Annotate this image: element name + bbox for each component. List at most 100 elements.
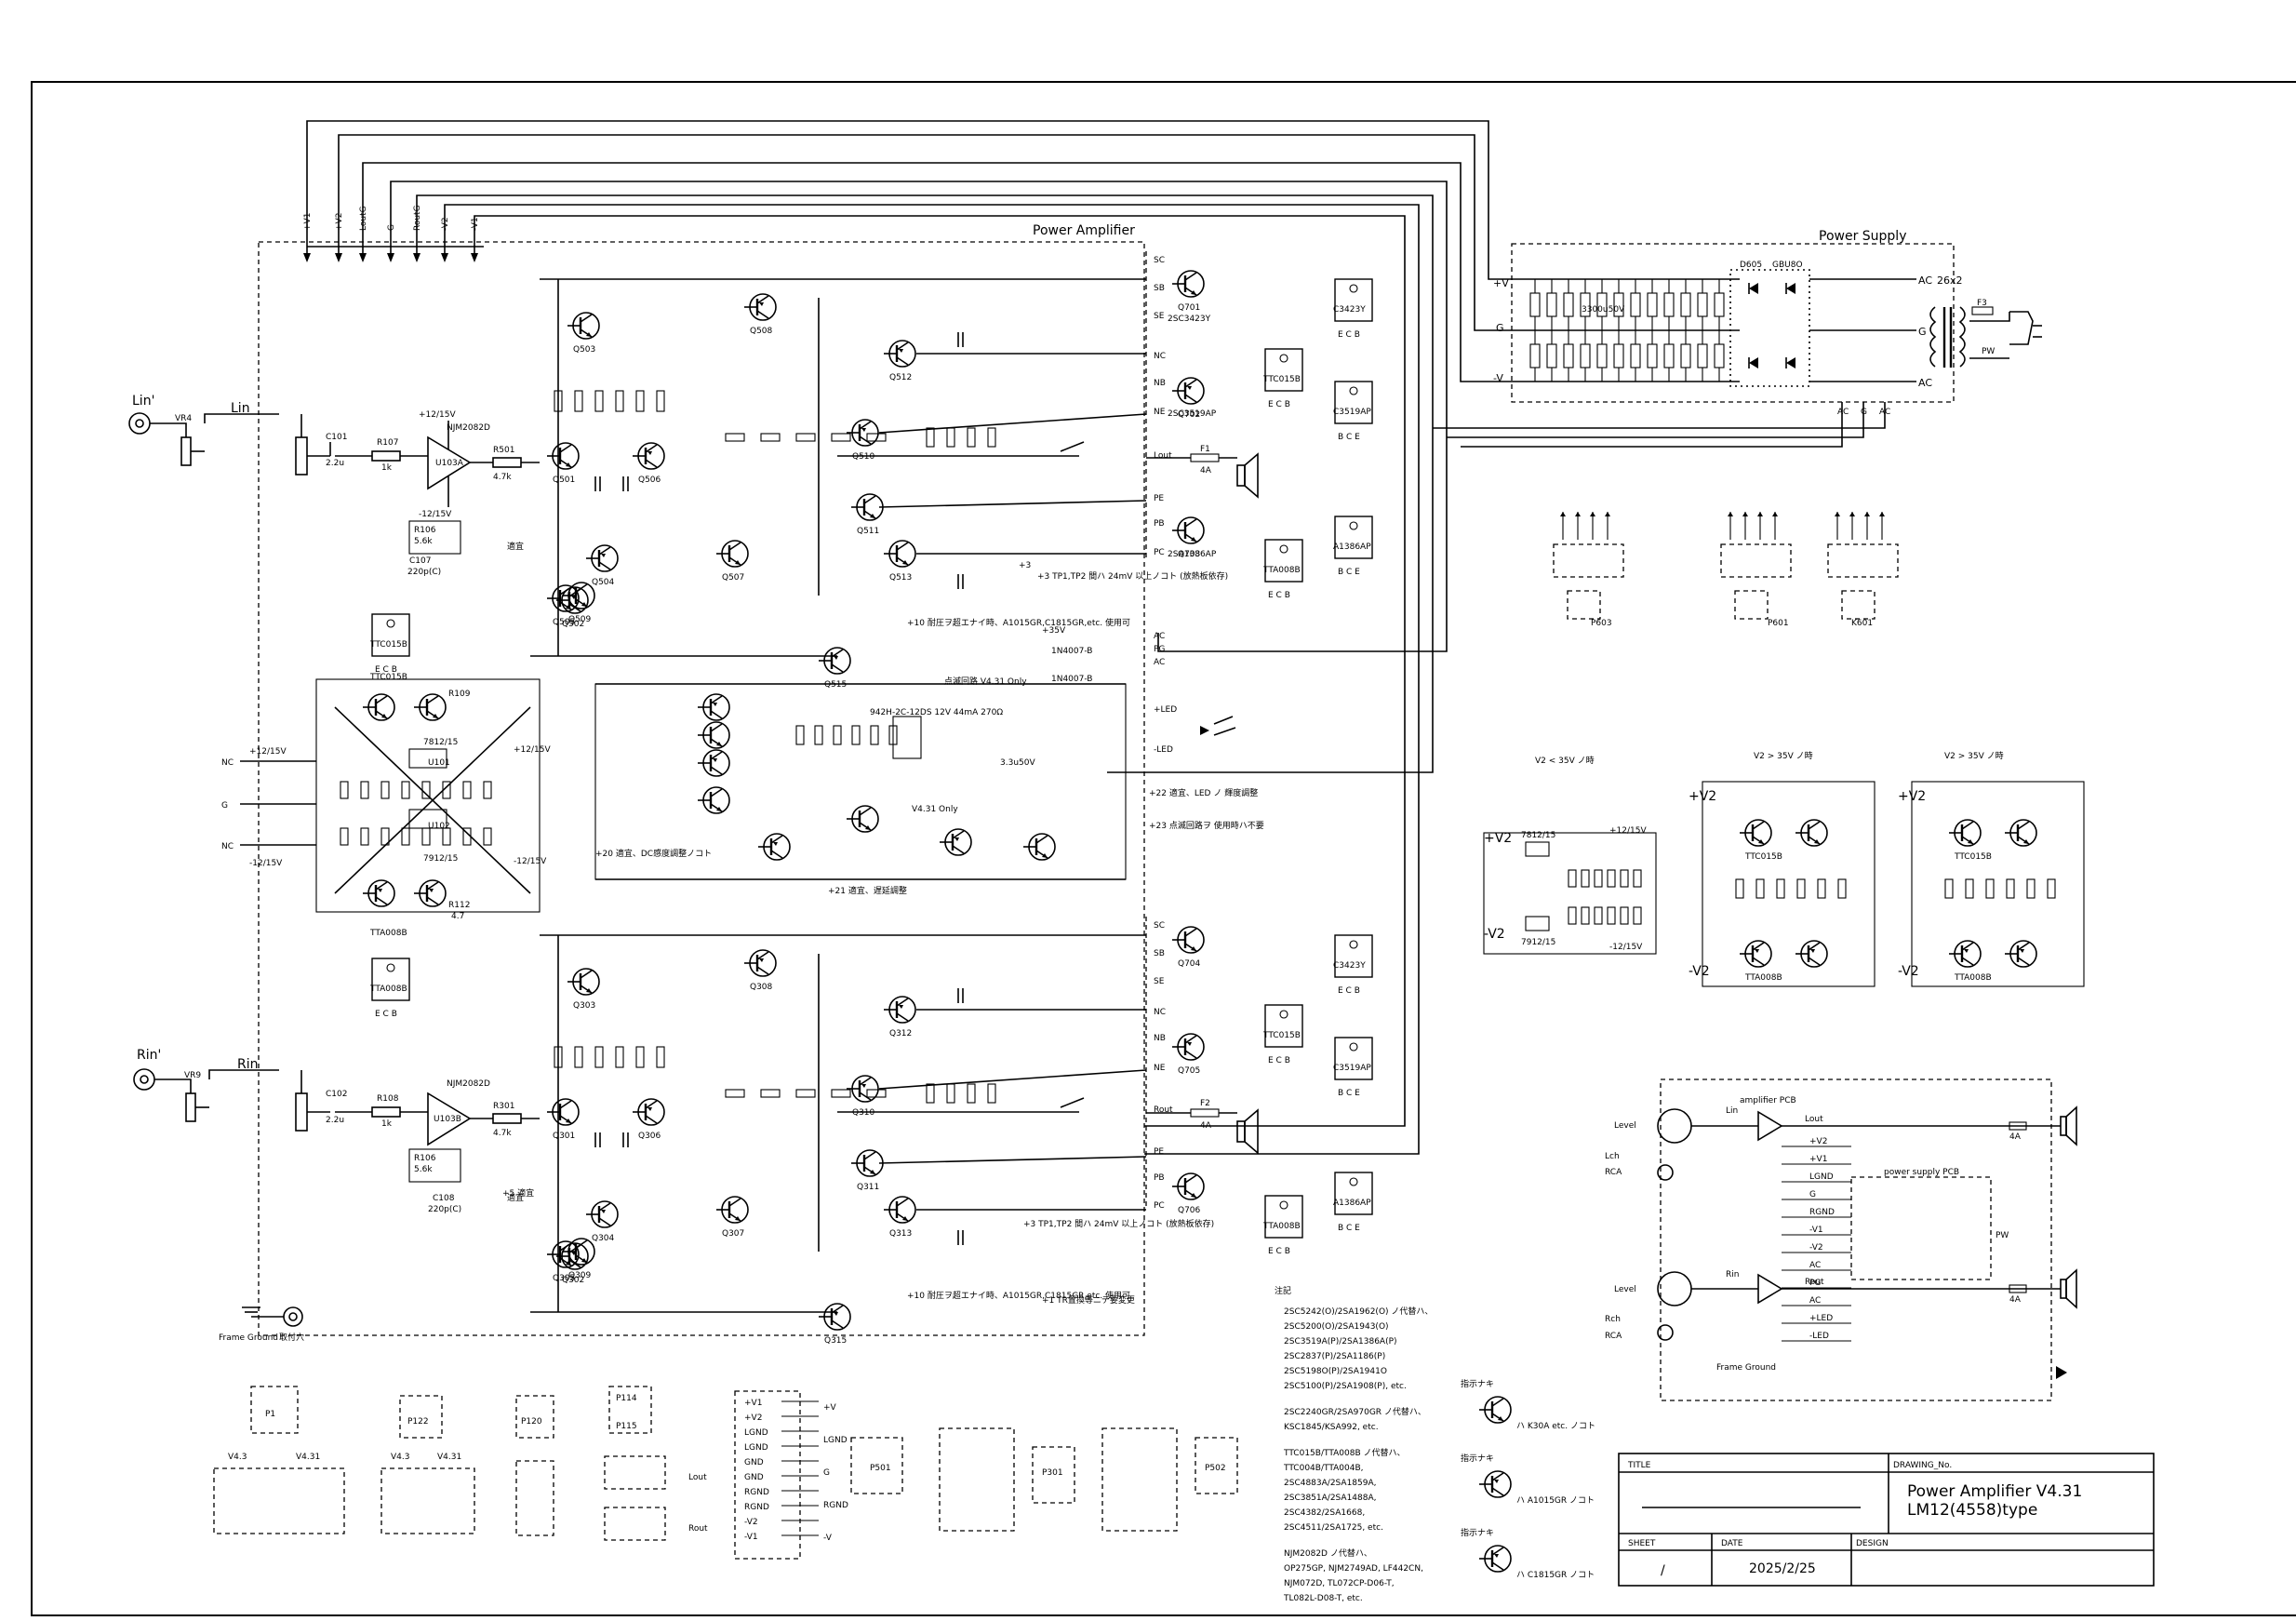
v1-reg-neg: 7912/15	[1521, 938, 1555, 947]
left-pin-pb: PB	[1154, 519, 1165, 529]
p501-pin: LGND	[744, 1428, 768, 1438]
regulator-variants: V2 < 35V ノ時 V2 > 35V ノ時 V2 > 35V ノ時 7812…	[1483, 751, 2085, 987]
resistor	[554, 390, 563, 412]
resistor	[656, 1046, 665, 1068]
resistor	[760, 433, 781, 442]
variant-q101	[2005, 819, 2037, 847]
package-name: TTA008B	[1262, 1222, 1301, 1231]
ps-g-right: G	[1918, 326, 1927, 338]
resistor	[946, 1083, 955, 1104]
mount-hole-label: 取付穴	[279, 1332, 304, 1343]
resistor	[831, 1089, 851, 1098]
variant-vin-pos: +V2	[1898, 789, 1926, 804]
transistor-q508-label: Q508	[750, 327, 773, 336]
resistor	[574, 390, 583, 412]
transistor-q702: Q702	[1172, 377, 1205, 420]
transistor-q310-label: Q310	[852, 1108, 875, 1118]
right-pin-pe: PE	[1154, 1147, 1164, 1157]
top-connector-pin: +V2	[335, 213, 344, 231]
amp-notes: +3 +3 TP1,TP2 間ハ 24mV 以上ノコト (放熱板依存) +10 …	[502, 561, 1264, 1306]
conn-box	[1827, 543, 1899, 578]
ps-cap-value: 3300u50V	[1582, 305, 1625, 315]
capacitor	[622, 1132, 629, 1147]
p501-pin: RGND	[744, 1488, 769, 1497]
p501-pin: GND	[744, 1473, 764, 1482]
c101-ref: C101	[326, 433, 347, 442]
ac-plug-icon	[2009, 311, 2042, 345]
tb-drawing-no-label: DRAWING_No.	[1893, 1461, 1952, 1470]
ps-cap	[1680, 343, 1691, 368]
transistor-q312-label: Q312	[889, 1029, 912, 1038]
transistor-q706: Q706	[1172, 1172, 1205, 1215]
ps-cap	[1580, 343, 1591, 368]
relay-transistor	[698, 721, 730, 749]
r108-ref: R108	[377, 1094, 399, 1104]
transistor-q312: Q312	[884, 996, 916, 1038]
r112-ref: R112	[448, 901, 470, 910]
bd-pin: +LED	[1809, 1314, 1833, 1323]
transistor-q310: Q310	[847, 1075, 879, 1118]
left-pin-sb: SB	[1154, 284, 1165, 293]
ps-diode	[1786, 357, 1795, 368]
lin-label: Lin	[231, 401, 250, 416]
p501-pin: +V1	[744, 1399, 762, 1408]
capacitor	[957, 574, 964, 589]
power-supply-title: Power Supply	[1819, 229, 1907, 244]
package-name: A1386AP	[1333, 1199, 1371, 1208]
package-name: C3423Y	[1333, 961, 1366, 971]
power-supply-block: Power Supply +V G -V 3300u50V D605 GBU8O…	[1433, 229, 2042, 448]
transistor-q513-label: Q513	[889, 573, 912, 583]
relay-contact	[1060, 441, 1085, 452]
ps-cap	[1563, 343, 1574, 368]
u103a-type: NJM2082D	[447, 423, 490, 433]
package-name: TTC015B	[369, 640, 407, 650]
left-pin-se: SE	[1154, 312, 1165, 321]
variant-q104: TTA008B	[1740, 940, 1782, 983]
package-outline	[1334, 516, 1373, 559]
conn-box	[1734, 590, 1769, 620]
variant-q104: TTA008B	[1949, 940, 1992, 983]
package-pins: E C B	[1268, 1056, 1290, 1065]
resistor	[594, 1046, 604, 1068]
transistor-q511-label: Q511	[857, 527, 879, 536]
p502-label: P502	[1205, 1464, 1226, 1473]
u103a-vpos: +12/15V	[419, 410, 456, 420]
resistor	[442, 827, 451, 846]
bd-lch: Lch	[1605, 1152, 1620, 1161]
resistor	[635, 390, 645, 412]
resistor	[926, 427, 935, 448]
note5: +5 適宜	[502, 1187, 534, 1199]
reg-in-pos: +12/15V	[249, 747, 287, 757]
transistor-q307: Q307	[716, 1196, 749, 1239]
p115-rout: Rout	[688, 1524, 708, 1534]
left-pin-nc: NC	[1154, 352, 1166, 361]
variant-q104-label: TTA008B	[1744, 973, 1782, 983]
resistor	[594, 390, 604, 412]
rin-label: Rin	[237, 1057, 259, 1072]
p501-pin: LGND	[744, 1443, 768, 1453]
bd-pin: PG	[1809, 1279, 1821, 1288]
c107-val: 220p(C)	[407, 568, 441, 577]
package-pins: E C B	[1338, 330, 1360, 340]
resistor	[987, 427, 996, 448]
left-input: Lin' Lin VR4 C101 2.2u R107 1k	[128, 394, 428, 476]
reg-7912: 7912/15	[423, 854, 458, 864]
bd-pin: -LED	[1809, 1332, 1829, 1341]
transistor-q504-label: Q504	[592, 578, 615, 587]
u103b-type: NJM2082D	[447, 1079, 490, 1089]
parts-note-line: 2SC5100(P)/2SA1908(P), etc.	[1284, 1382, 1407, 1391]
fet-note-text: ハ C1815GR ノコト	[1516, 1571, 1595, 1580]
transistor-q512-label: Q512	[889, 373, 912, 382]
right-pin-nb: NB	[1154, 1034, 1166, 1043]
v1-reg-box	[1525, 916, 1550, 931]
bd-led-icon	[2056, 1366, 2067, 1379]
ps-rail-plus: +V	[1493, 277, 1509, 289]
transistor-q301: Q301	[547, 1098, 580, 1141]
plus35v-label: +35V	[1042, 626, 1066, 636]
right-input: Rin' Rin VR9 C102 2.2u R108 1k	[133, 1048, 428, 1132]
transistor-q311-label: Q311	[857, 1183, 879, 1192]
resistor	[1620, 869, 1629, 888]
r109-ref: R109	[448, 690, 471, 699]
parts-note-line: 2SC4511/2SA1725, etc.	[1284, 1523, 1383, 1533]
right-opamp: U103B NJM2082D R301 4.7k R106 5.6k C108 …	[408, 1079, 540, 1214]
